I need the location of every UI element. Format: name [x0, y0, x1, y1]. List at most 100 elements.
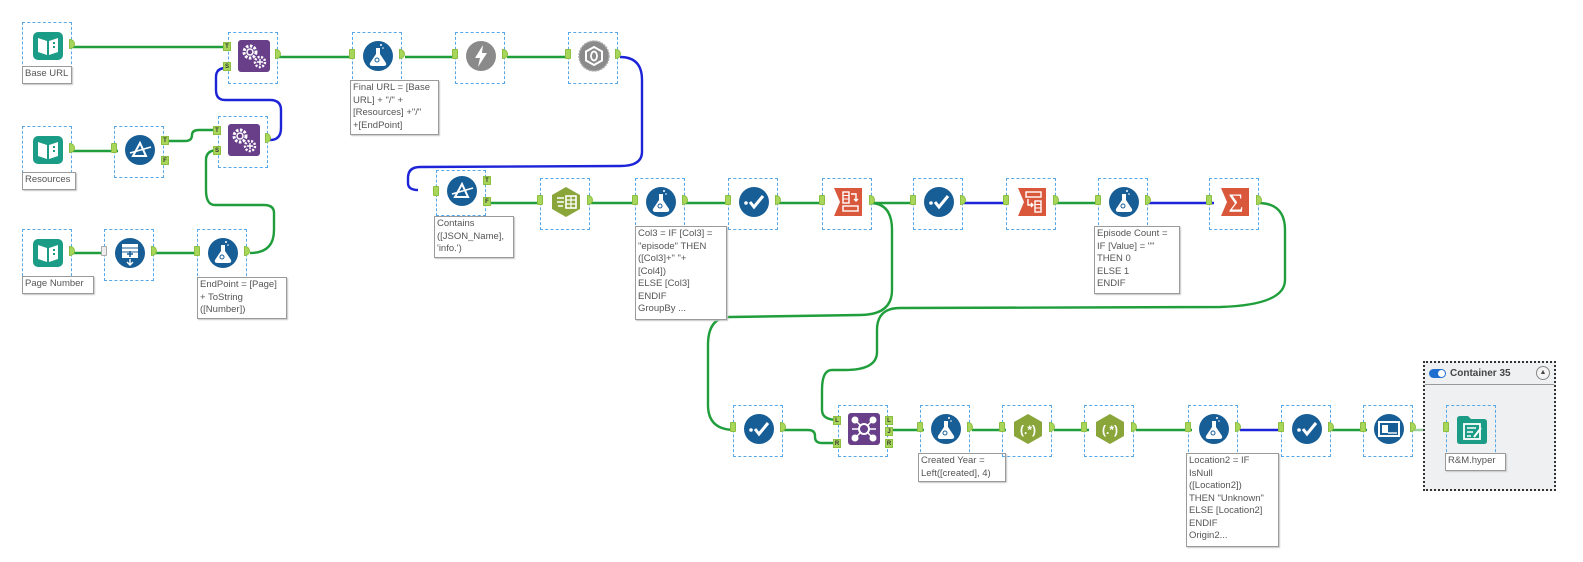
input-anchor[interactable]	[1185, 422, 1191, 432]
output-data-tool[interactable]	[1443, 405, 1496, 457]
true-anchor[interactable]: T	[483, 176, 491, 185]
book-icon	[33, 136, 63, 164]
right-output-anchor[interactable]: R	[885, 439, 893, 448]
output-anchor[interactable]	[587, 195, 593, 205]
output-anchor[interactable]	[399, 49, 405, 59]
target-anchor[interactable]: T	[213, 126, 221, 135]
append-fields-tool-1[interactable]: T S	[223, 32, 281, 84]
right-input-anchor[interactable]: R	[833, 439, 841, 448]
output-anchor[interactable]	[960, 195, 966, 205]
true-anchor[interactable]: T	[161, 136, 169, 145]
output-anchor[interactable]	[69, 143, 75, 153]
input-anchor[interactable]	[1095, 195, 1101, 205]
text-input-tool-page-number[interactable]	[22, 229, 75, 281]
text-to-columns-tool[interactable]	[537, 178, 593, 230]
output-anchor[interactable]	[1328, 422, 1334, 432]
input-anchor[interactable]	[819, 195, 825, 205]
input-anchor[interactable]	[999, 422, 1005, 432]
append-fields-tool-2[interactable]: T S	[213, 116, 271, 168]
left-input-anchor[interactable]: L	[833, 416, 841, 425]
left-output-anchor[interactable]: L	[885, 416, 893, 425]
generate-rows-tool[interactable]	[101, 229, 157, 281]
output-anchor[interactable]	[775, 195, 781, 205]
filter-tool-2[interactable]: T F	[433, 170, 491, 216]
output-anchor[interactable]	[1235, 422, 1241, 432]
input-anchor[interactable]	[1206, 195, 1212, 205]
formula-tool-endpoint[interactable]	[194, 229, 250, 281]
filter-tool-1[interactable]: T F	[111, 126, 169, 178]
input-anchor[interactable]	[1443, 422, 1449, 432]
output-anchor[interactable]	[967, 422, 973, 432]
input-anchor[interactable]	[433, 186, 439, 196]
output-anchor[interactable]	[69, 246, 75, 256]
output-anchor[interactable]	[151, 246, 157, 256]
false-anchor[interactable]: F	[483, 197, 491, 206]
output-anchor[interactable]	[1049, 422, 1055, 432]
select-tool-2[interactable]	[910, 178, 966, 230]
input-anchor[interactable]	[194, 246, 200, 256]
target-anchor[interactable]: T	[223, 42, 231, 51]
input-anchor[interactable]	[1278, 422, 1284, 432]
annotation-created-year-formula: Created Year = Left([created], 4)	[918, 453, 1006, 482]
join-tool[interactable]: L R L J R	[833, 405, 893, 457]
input-anchor[interactable]	[1081, 422, 1087, 432]
false-anchor[interactable]: F	[161, 156, 169, 165]
formula-tool-created-year[interactable]	[917, 405, 973, 457]
input-anchor[interactable]	[910, 195, 916, 205]
svg-text:(.*): (.*)	[1020, 423, 1036, 437]
output-anchor[interactable]	[869, 195, 875, 205]
transpose-tool[interactable]	[1003, 178, 1059, 230]
table-icon	[1374, 414, 1404, 444]
input-anchor[interactable]	[101, 246, 107, 256]
input-anchor[interactable]	[111, 143, 117, 153]
select-tool-3[interactable]	[730, 405, 786, 457]
select-tool-4[interactable]	[1278, 405, 1334, 457]
output-anchor[interactable]	[69, 39, 75, 49]
download-tool[interactable]	[452, 32, 508, 84]
output-anchor[interactable]	[265, 133, 271, 143]
output-anchor[interactable]	[1410, 422, 1416, 432]
text-input-tool-resources[interactable]	[22, 126, 75, 178]
input-anchor[interactable]	[1003, 195, 1009, 205]
browse-table-tool[interactable]	[1360, 405, 1416, 457]
container-header[interactable]: Container 35 ▲	[1425, 363, 1554, 385]
source-anchor[interactable]: S	[213, 146, 221, 155]
cross-tab-tool[interactable]	[819, 178, 875, 230]
annotation-final-url-formula: Final URL = [Base URL] + "/" + [Resource…	[350, 80, 439, 135]
json-parse-tool[interactable]	[565, 32, 621, 84]
input-anchor[interactable]	[565, 49, 571, 59]
summarize-tool[interactable]: Σ	[1206, 178, 1262, 230]
regex-icon: (.*)	[1014, 414, 1042, 444]
formula-tool-final-url[interactable]	[349, 32, 405, 84]
output-anchor[interactable]	[615, 49, 621, 59]
formula-tool-col3[interactable]	[632, 178, 688, 230]
input-anchor[interactable]	[632, 195, 638, 205]
input-anchor[interactable]	[349, 49, 355, 59]
input-anchor[interactable]	[452, 49, 458, 59]
output-anchor[interactable]	[244, 246, 250, 256]
input-anchor[interactable]	[1360, 422, 1366, 432]
join-output-anchor[interactable]: J	[885, 427, 893, 436]
regex-tool-2[interactable]: (.*)	[1081, 405, 1137, 457]
select-tool-1[interactable]	[725, 178, 781, 230]
output-anchor[interactable]	[1145, 195, 1151, 205]
container-enable-toggle[interactable]	[1429, 369, 1446, 378]
input-anchor[interactable]	[725, 195, 731, 205]
input-anchor[interactable]	[730, 422, 736, 432]
regex-tool-1[interactable]: (.*)	[999, 405, 1055, 457]
output-anchor[interactable]	[502, 49, 508, 59]
output-anchor[interactable]	[275, 49, 281, 59]
formula-tool-location2[interactable]	[1185, 405, 1241, 457]
output-anchor[interactable]	[1053, 195, 1059, 205]
formula-tool-episode-count[interactable]	[1095, 178, 1151, 230]
input-anchor[interactable]	[537, 195, 543, 205]
text-input-tool-base-url[interactable]	[22, 22, 75, 74]
input-anchor[interactable]	[917, 422, 923, 432]
output-anchor[interactable]	[1131, 422, 1137, 432]
container-collapse-button[interactable]: ▲	[1536, 366, 1550, 380]
source-anchor[interactable]: S	[223, 62, 231, 71]
output-anchor[interactable]	[682, 195, 688, 205]
output-anchor[interactable]	[780, 422, 786, 432]
output-anchor[interactable]	[1256, 195, 1262, 205]
